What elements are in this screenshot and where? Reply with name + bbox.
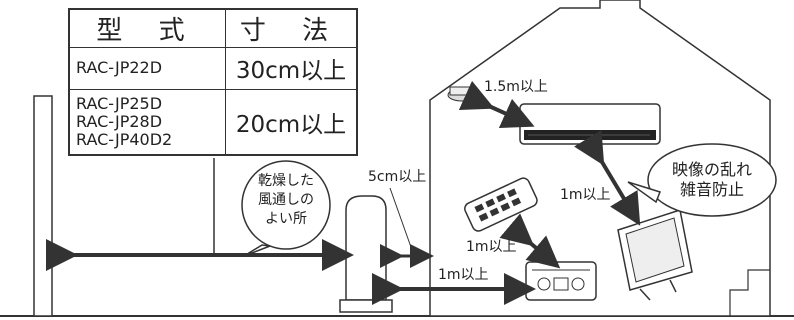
air-conditioner-icon: [519, 103, 661, 145]
model-name: RAC-JP25D: [76, 93, 163, 113]
tv-distance-label: 1m以上: [560, 187, 611, 203]
remote-distance-label: 1m以上: [466, 239, 517, 255]
model-cell: RAC-JP25D RAC-JP28D RAC-JP40D2: [68, 88, 226, 156]
tv-distance-arrow: [574, 130, 641, 226]
smoke-detector-icon: [447, 86, 477, 102]
model-cell: RAC-JP22D: [68, 47, 226, 90]
bubble-line: 映像の乱れ: [671, 160, 752, 179]
header-model: 型 式: [68, 8, 226, 48]
model-name: RAC-JP22D: [76, 58, 163, 78]
bubble-dry-place: [241, 160, 331, 257]
remote-distance-arrow: [499, 213, 561, 269]
radio-distance-label: 1m以上: [438, 267, 489, 283]
side-gap-leader: [389, 187, 413, 251]
smoke-distance-arrow: [458, 80, 535, 129]
model-name: RAC-JP40D2: [76, 129, 173, 149]
bubble-line: 雑音防止: [679, 180, 744, 199]
left-pole: [33, 95, 53, 317]
header-dimension: 寸 法: [225, 8, 358, 48]
bubble-line: よい所: [265, 211, 307, 227]
bubble-noise: [627, 143, 777, 217]
tv-icon: [617, 209, 693, 301]
bubble-line: 乾燥した: [258, 173, 314, 189]
dimension-cell: 30cm以上: [225, 47, 358, 90]
dimension-cell: 20cm以上: [225, 88, 358, 156]
bubble-dry-text: 乾燥した 風通しの よい所: [248, 172, 324, 229]
bubble-line: 風通しの: [258, 192, 314, 208]
model-name: RAC-JP28D: [76, 111, 163, 131]
spec-table: 型 式 寸 法 RAC-JP22D 30cm以上 RAC-JP25D RAC-J…: [68, 8, 358, 156]
radio-icon: [525, 261, 597, 301]
side-gap-label: 5cm以上: [368, 169, 427, 185]
outdoor-unit-icon: [339, 195, 393, 313]
smoke-distance-label: 1.5m以上: [484, 79, 548, 95]
bubble-noise-text: 映像の乱れ 雑音防止: [656, 160, 768, 200]
